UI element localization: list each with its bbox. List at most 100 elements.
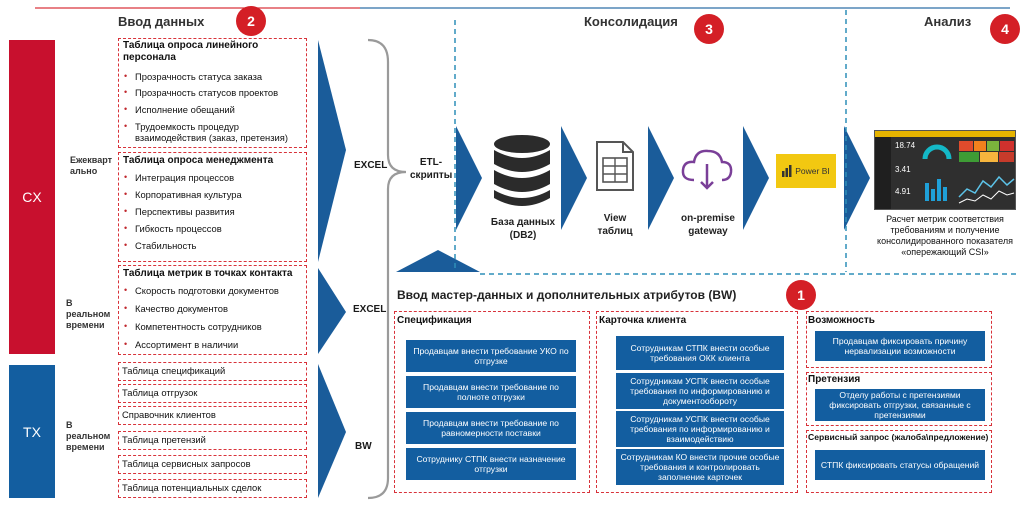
tx-table-box [118,384,307,403]
service-request-action: СТПК фиксировать статусы обращений [815,450,985,480]
table-management-item: Интеграция процессов [124,172,305,183]
tx-table-label: Таблица потенциальных сделок [122,482,262,493]
spec-action: Сотруднику СТПК внести назначение отгруз… [406,448,576,480]
arrow-excel-2 [318,268,346,354]
tx-block: TX [9,365,55,498]
table-contact-points-item: Скорость подготовки документов [124,285,305,296]
database-icon [494,135,550,206]
dashboard-titlebar [875,131,1015,137]
arrow-flow-3 [648,126,674,230]
table-line-staff-item: Трудоемкость процедур взаимодействия (за… [124,121,305,143]
consolidation-stage-badge: 3 [694,14,724,44]
table-line-staff-item: Прозрачность статуса заказа [124,71,305,82]
spec-title: Спецификация [397,315,472,326]
frequency-quarterly: Ежекварт ально [70,155,112,176]
opportunity-action: Продавцам фиксировать причину нервализац… [815,331,985,361]
cloud-gateway-icon [681,149,733,190]
table-management-item: Корпоративная культура [124,189,305,200]
arrow-bw [318,364,346,498]
analysis-result-text: Расчет метрик соответствия требованиям и… [877,214,1013,257]
table-line-staff-item: Прозрачность статусов проектов [124,87,305,98]
table-contact-points-box [118,265,307,355]
tx-table-box [118,406,307,425]
arrow-up-master [396,250,480,272]
dashboard-kpi: 18.74 [895,141,916,150]
table-contact-points-item: Ассортимент в наличии [124,339,305,350]
powerbi-tile: Power BI [776,154,836,188]
claim-action: Отделу работы с претензиями фиксировать … [815,389,985,421]
service-request-box [806,430,992,493]
channel-excel-2-label: EXCEL [353,304,387,315]
powerbi-label: Power BI [795,166,830,176]
table-management-box [118,152,307,262]
claim-title: Претензия [808,374,861,385]
table-management-item: Стабильность [124,240,305,251]
client-card-action: Сотрудникам УСПК внести особые требовани… [616,373,784,409]
tx-table-box [118,479,307,498]
cx-label: CX [22,189,42,205]
master-section-badge: 1 [786,280,816,310]
brace [367,38,407,500]
table-management-item: Перспективы развития [124,206,305,217]
table-contact-points-item: Компетентность сотрудников [124,321,305,332]
channel-bw-label: BW [355,441,372,452]
client-card-title: Карточка клиента [599,315,687,326]
cx-block: CX [9,40,55,354]
dashboard-screenshot: 18.74 3.41 4.91 [874,130,1016,210]
table-management-title: Таблица опроса менеджмента [123,155,274,166]
tx-table-label: Таблица сервисных запросов [122,458,251,469]
master-section-title: Ввод мастер-данных и дополнительных атри… [397,288,737,302]
frequency-realtime-tx: В реальном времени [66,420,111,452]
spec-action: Продавцам внести требование по равномерн… [406,412,576,444]
tx-table-box [118,431,307,450]
table-line-staff-title: Таблица опроса линейного персонала [123,40,259,63]
tx-table-label: Таблица претензий [122,434,206,445]
client-card-action: Сотрудникам КО внести прочие особые треб… [616,449,784,485]
table-contact-points-item: Качество документов [124,303,305,314]
etl-scripts-label: ETL- скрипты [410,157,453,181]
arrow-flow-1 [456,126,482,230]
dashboard-sidebar [875,137,891,209]
powerbi-logo-icon [782,165,792,177]
tx-table-label: Таблица отгрузок [122,387,198,398]
input-stage-title: Ввод данных [118,14,205,29]
analysis-stage-title: Анализ [924,14,972,29]
opportunity-box [806,311,992,368]
client-card-action: Сотрудникам СТПК внести особые требовани… [616,336,784,370]
arrow-flow-2 [561,126,587,230]
arrow-excel-1 [318,40,346,262]
view-label: View таблиц [597,213,633,237]
input-stage-badge: 2 [236,6,266,36]
table-line-staff-item: Исполнение обещаний [124,104,305,115]
analysis-stage-badge: 4 [990,14,1020,44]
top-rule [35,7,1010,9]
arrow-flow-4 [743,126,769,230]
table-line-staff-box [118,38,307,148]
consolidation-stage-title: Консолидация [584,14,678,29]
table-view-icon [596,141,634,191]
database-label: База данных (DB2) [490,217,556,241]
tx-table-box [118,362,307,381]
tx-table-box [118,455,307,474]
spec-action: Продавцам внести требование по полноте о… [406,376,576,408]
spec-box [394,311,590,493]
tx-label: TX [23,423,41,440]
client-card-box [596,311,798,493]
claim-box [806,372,992,426]
dashboard-kpi: 4.91 [895,187,911,196]
arrow-flow-5 [844,126,870,230]
gateway-label: on-premise gateway [681,213,735,237]
spec-action: Продавцам внести требование УКО по отгру… [406,340,576,372]
channel-excel-1-label: EXCEL [354,160,388,171]
client-card-action: Сотрудникам УСПК внести особые требовани… [616,411,784,447]
tx-table-label: Справочник клиентов [122,409,216,420]
table-contact-points-title: Таблица метрик в точках контакта [123,268,293,279]
opportunity-title: Возможность [808,315,875,326]
dashboard-visuals [922,141,1015,204]
tx-table-label: Таблица спецификаций [122,365,226,376]
service-request-title: Сервисный запрос (жалоба\предложение) [808,432,989,442]
table-management-item: Гибкость процессов [124,223,305,234]
dashboard-kpi: 3.41 [895,165,911,174]
frequency-realtime-cx: В реальном времени [66,298,111,330]
